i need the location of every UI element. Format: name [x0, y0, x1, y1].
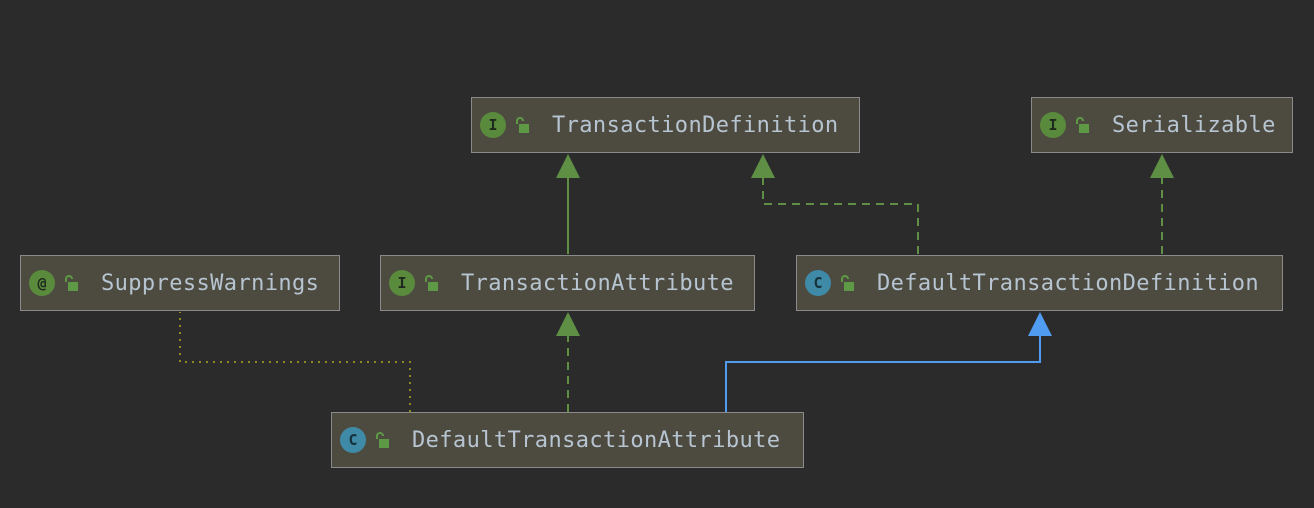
interface-icon: I	[480, 112, 506, 138]
edge-transaction-attribute-extends-transaction-definition	[556, 154, 580, 254]
node-transaction-definition[interactable]: I TransactionDefinition	[471, 97, 860, 153]
node-serializable[interactable]: I Serializable	[1031, 97, 1293, 153]
node-label: DefaultTransactionAttribute	[412, 427, 781, 453]
unlocked-icon	[516, 117, 529, 133]
unlocked-icon	[1076, 117, 1089, 133]
unlocked-icon	[841, 275, 854, 291]
node-label: TransactionAttribute	[461, 270, 734, 296]
node-label: Serializable	[1112, 112, 1276, 138]
annotation-icon: @	[29, 270, 55, 296]
node-transaction-attribute[interactable]: I TransactionAttribute	[380, 255, 755, 311]
node-label: DefaultTransactionDefinition	[877, 270, 1260, 296]
interface-icon: I	[1040, 112, 1066, 138]
node-label: TransactionDefinition	[552, 112, 839, 138]
class-icon: C	[340, 427, 366, 453]
unlocked-icon	[425, 275, 438, 291]
node-suppress-warnings[interactable]: @ SuppressWarnings	[20, 255, 340, 311]
edge-default-transaction-attribute-extends-default-transaction-definition	[725, 312, 1052, 412]
class-icon: C	[805, 270, 831, 296]
edge-default-transaction-attribute-annotated-suppress-warnings	[179, 312, 411, 412]
edge-default-transaction-attribute-implements-transaction-attribute	[556, 312, 580, 412]
node-label: SuppressWarnings	[101, 270, 320, 296]
interface-icon: I	[389, 270, 415, 296]
node-default-transaction-definition[interactable]: C DefaultTransactionDefinition	[796, 255, 1283, 311]
edge-default-transaction-definition-implements-transaction-definition	[751, 154, 919, 254]
unlocked-icon	[65, 275, 78, 291]
unlocked-icon	[376, 432, 389, 448]
node-default-transaction-attribute[interactable]: C DefaultTransactionAttribute	[331, 412, 804, 468]
edge-default-transaction-definition-implements-serializable	[1150, 154, 1174, 254]
